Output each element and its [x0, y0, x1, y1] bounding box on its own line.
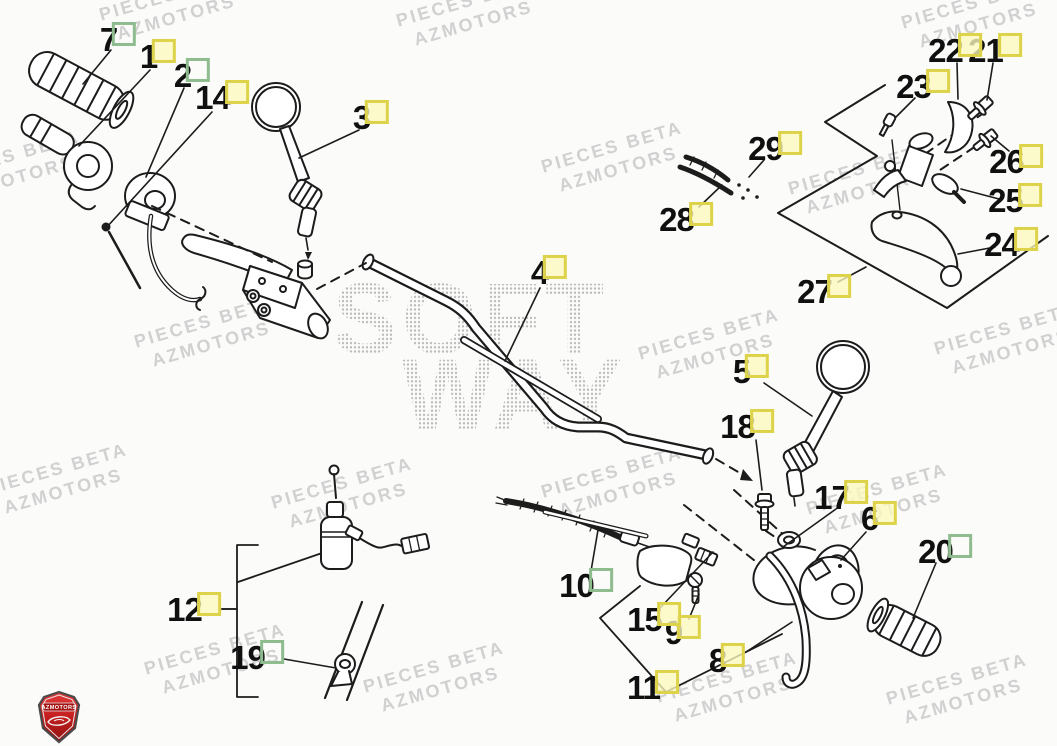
callout-5: 5 — [733, 353, 770, 388]
callout-4: 4 — [531, 254, 568, 289]
callout-highlight-box — [745, 353, 770, 378]
handlebar — [361, 253, 715, 465]
switch-housing-ring — [799, 556, 863, 620]
leader-line-2 — [145, 87, 185, 178]
callout-1: 1 — [140, 38, 177, 73]
logo-text: AZMOTORS — [41, 705, 76, 711]
leader-line-24 — [957, 246, 996, 255]
callout-highlight-box — [997, 32, 1022, 57]
callout-highlight-box — [947, 533, 972, 558]
callout-12: 12 — [167, 591, 221, 626]
mirror-bolt — [754, 493, 775, 531]
azmotors-logo: AZMOTORS — [37, 690, 81, 744]
leader-line-18 — [755, 439, 763, 491]
callout-25: 25 — [988, 182, 1042, 217]
callout-highlight-box — [1013, 226, 1038, 251]
leader-line-5 — [763, 382, 813, 417]
right-mirror — [782, 340, 870, 507]
callout-7: 7 — [100, 21, 137, 56]
callout-highlight-box — [259, 639, 284, 664]
callout-22: 22 — [928, 32, 982, 67]
throttle-assembly — [20, 113, 207, 311]
leader-line-10 — [590, 529, 599, 572]
left-lever-assembly — [181, 233, 331, 340]
callout-highlight-box — [873, 500, 898, 525]
leader-line-15 — [659, 551, 714, 609]
leader-line-4 — [504, 287, 541, 362]
callout-highlight-box — [1017, 182, 1042, 207]
callout-highlight-box — [112, 21, 137, 46]
callout-highlight-box — [654, 669, 679, 694]
callout-18: 18 — [720, 408, 774, 443]
leader-line-6 — [840, 531, 867, 561]
callout-24: 24 — [984, 226, 1038, 261]
cable-clamp — [323, 600, 385, 702]
leader-line-21 — [986, 62, 994, 101]
leader-line-9 — [688, 593, 700, 620]
callout-3: 3 — [353, 99, 390, 134]
callout-highlight-box — [957, 32, 982, 57]
leader-line-1 — [78, 69, 151, 147]
right-lever — [765, 551, 811, 689]
callout-6: 6 — [861, 500, 898, 535]
callout-20: 20 — [918, 533, 972, 568]
leader-line-19 — [283, 658, 337, 669]
callout-23: 23 — [896, 68, 950, 103]
leader-line-8 — [745, 621, 793, 653]
callout-highlight-box — [688, 201, 713, 226]
callout-8: 8 — [709, 642, 746, 677]
callout-10: 10 — [559, 567, 613, 602]
callout-highlight-box — [843, 479, 868, 504]
callout-highlight-box — [826, 273, 851, 298]
callout-highlight-box — [588, 567, 613, 592]
callout-highlight-box — [721, 642, 746, 667]
callout-29: 29 — [748, 130, 802, 165]
leader-line-20 — [912, 562, 937, 619]
leader-line-22 — [956, 62, 959, 100]
callout-highlight-box — [925, 68, 950, 93]
callout-highlight-box — [365, 99, 390, 124]
callout-15: 15 — [627, 601, 681, 636]
callout-2: 2 — [174, 57, 211, 92]
callout-highlight-box — [543, 254, 568, 279]
leader-line-17 — [782, 508, 837, 548]
leader-line-7 — [82, 49, 112, 85]
leader-line-29 — [748, 159, 765, 178]
callout-28: 28 — [659, 201, 713, 236]
callout-19: 19 — [230, 639, 284, 674]
callout-26: 26 — [989, 143, 1043, 178]
callout-highlight-box — [777, 130, 802, 155]
left-mirror — [251, 82, 323, 260]
right-grip — [866, 597, 942, 657]
leader-line-3 — [298, 129, 360, 159]
callout-highlight-box — [656, 601, 681, 626]
callout-14: 14 — [195, 79, 249, 114]
callout-highlight-box — [196, 591, 221, 616]
callout-highlight-box — [224, 79, 249, 104]
callout-highlight-box — [152, 38, 177, 63]
left-grip — [28, 51, 135, 129]
leader-line-23 — [895, 97, 916, 118]
callout-27: 27 — [797, 273, 851, 308]
callout-highlight-box — [186, 57, 211, 82]
callout-highlight-box — [677, 614, 702, 639]
leader-line-26 — [990, 135, 1010, 152]
callout-highlight-box — [749, 408, 774, 433]
callout-highlight-box — [1018, 143, 1043, 168]
callout-leader-lines — [78, 49, 1010, 669]
callout-11: 11 — [627, 669, 679, 704]
leader-line-25 — [960, 188, 1000, 200]
callout-17: 17 — [814, 479, 868, 514]
leader-line-14 — [105, 111, 213, 229]
brake-master-cylinder-cluster — [677, 84, 1049, 309]
